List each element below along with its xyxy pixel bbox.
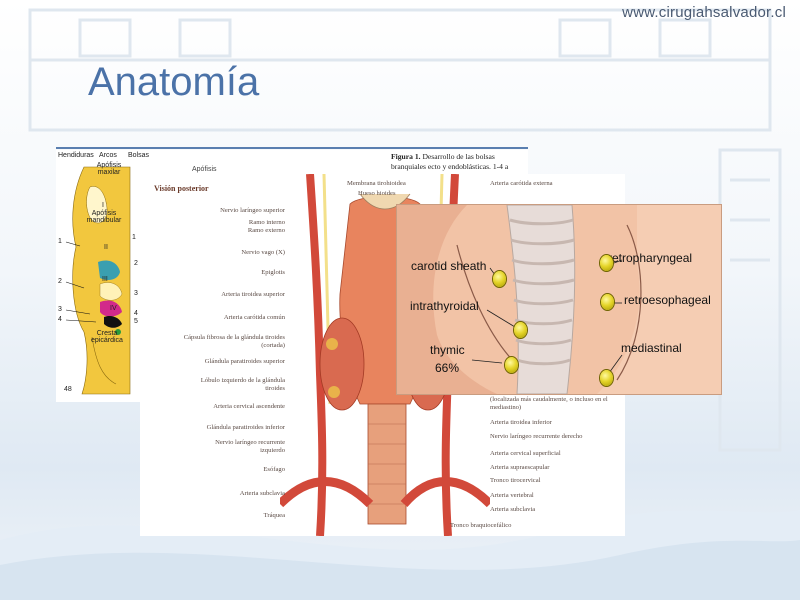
anatomy-label: Tronco braquiocefálico — [450, 522, 512, 529]
anatomy-label: Arteria cervical superficial — [490, 450, 561, 457]
anatomy-label: Glándula paratiroides inferior — [206, 424, 285, 431]
corner-number: 48 — [64, 386, 72, 393]
panel-heading: Visión posterior — [154, 184, 209, 193]
arch-numeral: III — [102, 276, 108, 283]
location-marker — [493, 271, 506, 287]
cleft-number: 4 — [58, 316, 62, 323]
figure-caption: Figura 1. Desarrollo de las bolsas branq… — [391, 152, 527, 172]
anatomy-label: Membrana tirohioidea — [347, 180, 406, 187]
anatomy-label: Tronco tirocervical — [490, 477, 541, 484]
location-label-retropharyngeal: retropharyngeal — [608, 251, 693, 265]
arch-numeral: I — [102, 202, 104, 209]
cleft-number: 1 — [58, 238, 62, 245]
pouch-number: 1 — [132, 234, 136, 241]
anatomy-label: Ramo externo — [247, 227, 285, 234]
location-label-retroesophageal: retroesophageal — [624, 293, 711, 307]
location-marker — [505, 357, 518, 373]
column-label: Arcos — [99, 152, 117, 159]
anatomy-label: Cápsula fibrosa de la glándula tiroides … — [183, 334, 285, 349]
location-marker — [600, 255, 613, 271]
anatomy-label: Arteria cervical ascendente — [213, 403, 285, 410]
anatomy-label: Hueso hioides — [358, 190, 396, 197]
anatomy-label: Nervio laríngeo recurrente izquierdo — [215, 439, 285, 454]
caption-text: Desarrollo de las bolsas branquiales ect… — [391, 152, 509, 171]
anatomy-label: (localizada más caudalmente, o incluso e… — [490, 396, 608, 411]
anatomy-label: Ramo interno — [248, 219, 285, 226]
anatomy-label: Glándula paratiroides superior — [204, 358, 285, 365]
pouch-number: 2 — [134, 260, 138, 267]
pouch-number: 5 — [134, 318, 138, 325]
location-marker — [514, 322, 527, 338]
caption-bold: Figura 1. — [391, 152, 421, 161]
column-label: Bolsas — [128, 152, 150, 159]
anatomy-label: Nervio laríngeo superior — [220, 207, 285, 214]
cleft-number: 2 — [58, 278, 62, 285]
title-divider — [56, 147, 528, 149]
location-label-thymic-percent: 66% — [435, 361, 460, 375]
pouch-number: 3 — [134, 290, 138, 297]
anatomy-label: Epiglotis — [261, 269, 285, 276]
label-apofisis-mandibular: Apófisis mandibular — [86, 210, 122, 224]
anatomy-label: Arteria subclavia — [239, 490, 285, 497]
anatomy-label: Arteria carótida común — [223, 314, 285, 321]
anatomy-label: Arteria supraescapular — [490, 464, 550, 471]
arch-numeral: IV — [110, 305, 117, 312]
label-cresta-epicardica: Cresta epicárdica — [91, 330, 123, 344]
anatomy-label: Lóbulo izquierdo de la glándula tiroides — [200, 377, 285, 392]
pharynx-illustration — [397, 205, 721, 394]
cleft-number: 3 — [58, 306, 62, 313]
arch-numeral: II — [104, 244, 108, 251]
pouch-number: 4 — [134, 310, 138, 317]
figure-posterior-view-panel: Apófisis Visión posterior — [140, 166, 625, 536]
embryology-illustration — [65, 166, 131, 395]
label-apofisis-maxilar: Apófisis maxilar — [96, 162, 122, 176]
location-marker — [601, 294, 614, 310]
anatomy-label: Esófago — [263, 466, 285, 473]
location-label-mediastinal: mediastinal — [621, 341, 682, 355]
anatomy-label: Nervio laríngeo recurrente derecho — [490, 433, 583, 440]
anatomy-label: Arteria carótida externa — [490, 180, 553, 187]
anatomy-label: Arteria tiroidea inferior — [490, 419, 552, 426]
column-label: Hendiduras — [58, 152, 94, 159]
anatomy-label: Arteria tiroidea superior — [221, 291, 285, 298]
site-url: www.cirugiahsalvador.cl — [622, 4, 786, 21]
anatomy-label: Arteria subclavia — [490, 506, 536, 513]
figure-ectopic-locations-panel: carotid sheath intrathyroidal thymic 66%… — [397, 205, 721, 394]
location-label-thymic: thymic — [430, 343, 465, 357]
anatomy-label: Arteria vertebral — [490, 492, 534, 499]
page-title: Anatomía — [88, 60, 260, 104]
location-label-intrathyroidal: intrathyroidal — [410, 299, 479, 313]
anatomy-label: Tráquea — [263, 512, 285, 519]
location-label-carotid-sheath: carotid sheath — [411, 259, 487, 273]
anatomy-label: Nervio vago (X) — [241, 249, 285, 256]
location-marker — [600, 370, 613, 386]
label-apofisis: Apófisis — [192, 166, 217, 173]
